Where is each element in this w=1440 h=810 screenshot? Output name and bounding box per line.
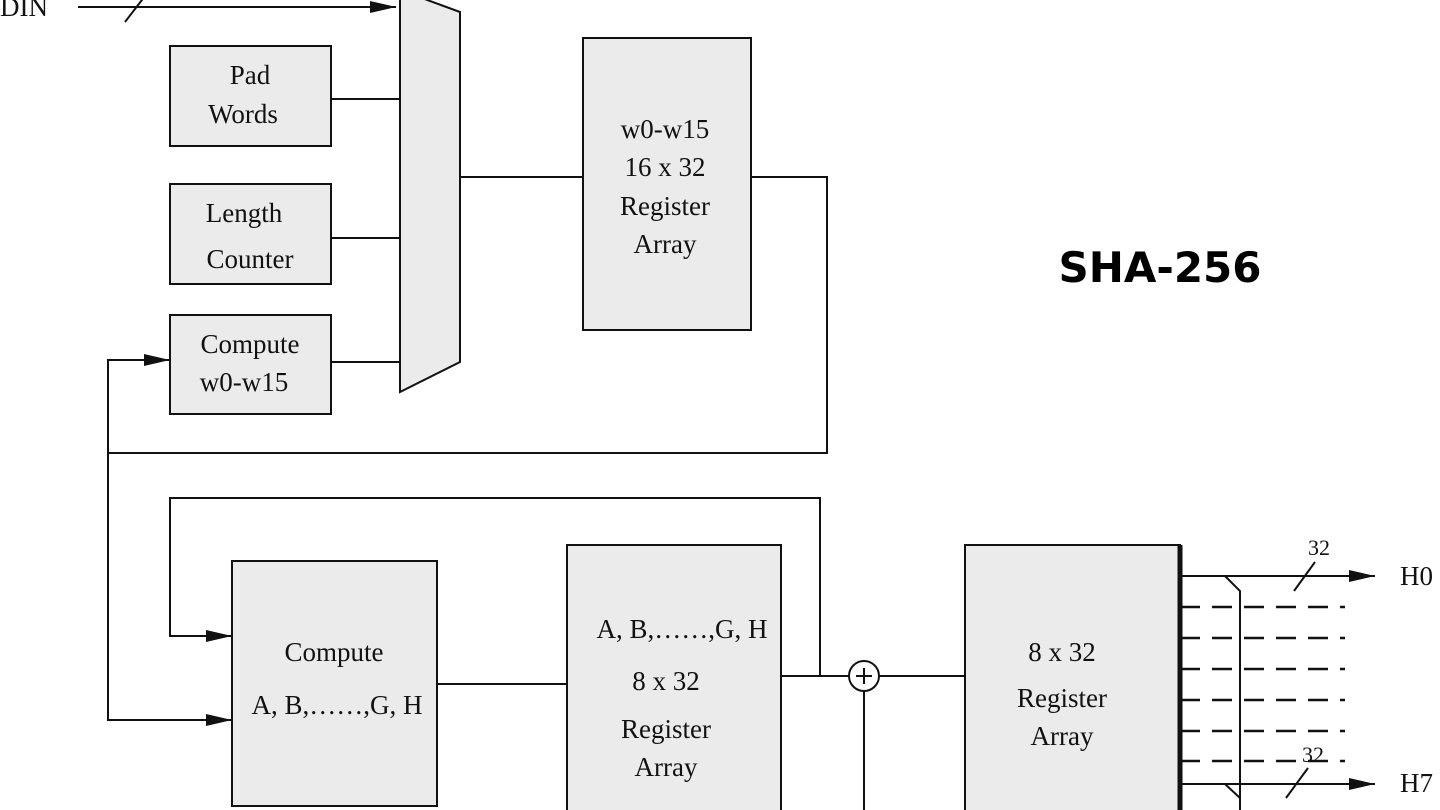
- length-counter-label: Counter: [207, 244, 294, 274]
- h-register-array: [964, 544, 1181, 810]
- h-register-label: Array: [1031, 721, 1094, 751]
- length-counter-block: [169, 183, 332, 285]
- diagram-title: SHA-256: [1058, 243, 1261, 292]
- multiplexer: [399, 0, 461, 394]
- ah-register-array: [566, 544, 782, 810]
- w-register-label: Array: [634, 229, 697, 259]
- h-register-label: 8 x 32: [1028, 637, 1096, 667]
- compute-ah-label: A, B,……,G, H: [251, 690, 422, 720]
- w-register-label: w0-w15: [621, 114, 710, 144]
- h-register-label: Register: [1017, 683, 1107, 713]
- h7-label: H7: [1400, 768, 1433, 798]
- bus-slash: [124, 0, 144, 23]
- ah-register-label: 8 x 32: [632, 666, 700, 696]
- pad-words-block: [169, 45, 332, 147]
- w-register-array: [582, 37, 752, 331]
- pad-words-label: Pad: [230, 60, 271, 90]
- w-register-label: Register: [620, 191, 710, 221]
- pad-words-label: Words: [208, 99, 278, 129]
- compute-ah-block: [231, 560, 438, 807]
- w-register-label: 16 x 32: [625, 152, 706, 182]
- din-label: DIN: [0, 0, 48, 22]
- h7-bus-width: 32: [1302, 742, 1324, 767]
- compute-w-label: Compute: [201, 329, 300, 359]
- ah-register-label: A, B,……,G, H: [596, 614, 767, 644]
- compute-w-block: [169, 314, 332, 415]
- h0-bus-width: 32: [1308, 535, 1330, 560]
- compute-ah-label: Compute: [285, 637, 384, 667]
- compute-w-label: w0-w15: [200, 367, 289, 397]
- ah-register-label: Array: [635, 752, 698, 782]
- ah-register-label: Register: [621, 714, 711, 744]
- length-counter-label: Length: [206, 198, 283, 228]
- h0-label: H0: [1400, 561, 1433, 591]
